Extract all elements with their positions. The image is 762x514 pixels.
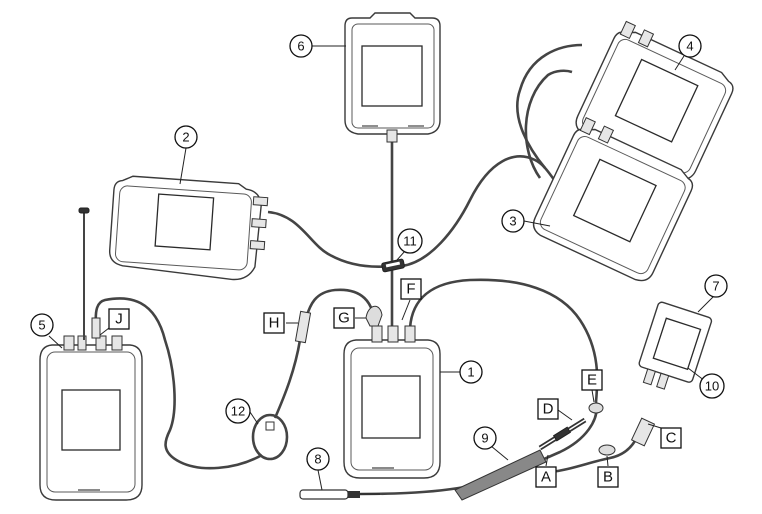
callout-e: E [581, 369, 603, 391]
callout-7: 7 [704, 274, 728, 298]
callout-f: F [400, 278, 422, 300]
callout-1-text: 1 [467, 365, 474, 380]
callout-b-text: B [603, 469, 613, 486]
bag-1 [343, 325, 441, 479]
leader-lines [48, 45, 714, 491]
roller-clamp-11 [381, 258, 405, 273]
bag-7-label-window [652, 317, 702, 371]
callout-c: C [660, 427, 682, 449]
tube-bag2-to-clamp [267, 210, 393, 268]
callout-5-text: 5 [38, 318, 45, 333]
callout-h-text: H [269, 315, 280, 332]
callout-12: 12 [225, 398, 251, 424]
callout-11: 11 [397, 228, 423, 254]
bag-3-label-window [572, 158, 657, 243]
callout-9-text: 9 [481, 431, 488, 446]
callout-6-text: 6 [297, 39, 304, 54]
tube-h-to-12 [273, 339, 302, 419]
h-connector [294, 310, 312, 344]
b-clip [598, 444, 616, 456]
tubing [94, 43, 642, 496]
bag-1-label-window [361, 375, 421, 439]
c-connector [630, 417, 656, 447]
callout-a-text: A [541, 469, 551, 486]
numbered-callouts: 1 2 3 4 5 6 7 8 9 10 11 12 [30, 34, 728, 471]
callout-g: G [333, 307, 355, 329]
callout-9: 9 [473, 426, 497, 450]
needle-8 [299, 489, 380, 500]
callout-e-text: E [587, 372, 597, 389]
bag-2-label-window [154, 193, 215, 251]
g-clip [365, 305, 383, 327]
callout-2: 2 [174, 125, 198, 149]
callout-2-text: 2 [182, 130, 189, 145]
bag-4-label-window [614, 58, 699, 143]
callout-d: D [537, 398, 559, 420]
tube-bag1-to-needle [408, 278, 599, 403]
callout-8: 8 [306, 447, 330, 471]
letter-callouts: A B C D E F G H J [108, 278, 682, 488]
callout-3-text: 3 [509, 214, 516, 229]
callout-3: 3 [501, 209, 525, 233]
tube-12-to-bag5 [94, 297, 263, 470]
callout-f-text: F [406, 281, 415, 298]
callout-d-text: D [543, 401, 554, 418]
donor-line-connectors [538, 417, 587, 451]
callout-b: B [597, 466, 619, 488]
bag-7 [638, 301, 713, 390]
callout-h: H [263, 312, 285, 334]
callout-j: J [108, 308, 130, 330]
bag-3 [532, 116, 694, 282]
sampling-pouch-port [265, 421, 275, 431]
callout-5: 5 [30, 313, 54, 337]
callout-1: 1 [459, 360, 483, 384]
bag-6 [344, 12, 441, 143]
callout-a: A [535, 466, 557, 488]
e-clip [588, 402, 604, 414]
callout-c-text: C [666, 430, 677, 447]
tube-donor-line [549, 429, 642, 474]
callout-4: 4 [678, 34, 702, 58]
callout-8-text: 8 [314, 452, 321, 467]
bag-2 [109, 175, 269, 281]
callout-7-text: 7 [712, 279, 719, 294]
callout-g-text: G [338, 310, 350, 327]
callout-10: 10 [699, 373, 725, 399]
callout-11-text: 11 [403, 234, 417, 249]
tube-bag3-to-bag4-b [524, 69, 573, 179]
j-connector [91, 317, 101, 339]
callout-12-text: 12 [231, 404, 245, 419]
callout-10-text: 10 [705, 379, 719, 394]
tube-bag3-to-bag4 [516, 43, 583, 169]
callout-4-text: 4 [686, 39, 693, 54]
needle-sheath-9 [454, 449, 547, 501]
callout-j-text: J [115, 311, 123, 328]
tube-clamp-to-bag3 [401, 155, 557, 268]
sampling-pouch-loop [251, 413, 289, 461]
bag-6-label-window [361, 45, 423, 107]
bag-5-label-window [61, 389, 121, 451]
bag-5 [39, 207, 143, 501]
callout-6: 6 [289, 34, 313, 58]
